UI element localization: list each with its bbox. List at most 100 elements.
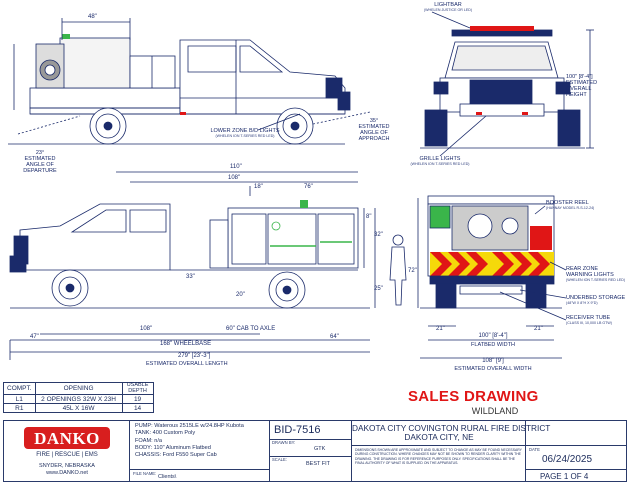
table-row: L1 2 OPENINGS 32W X 23H 19 <box>3 394 154 404</box>
dim-110: 110" <box>230 164 242 170</box>
danko-logo: DANKO <box>24 427 110 449</box>
dim-33: 33" <box>186 274 195 280</box>
spec-chassis: CHASSIS: Ford F550 Super Cab <box>135 452 217 459</box>
spec-body: BODY: 110" Aluminum Flatbed <box>135 444 211 451</box>
departure-1: ESTIMATED <box>24 156 56 162</box>
page-row: PAGE 1 OF 4 <box>526 469 626 483</box>
grille-sub: (WHELEN ION T-SERIES RED LED) <box>410 162 470 166</box>
disclaimer-box: DIMENSIONS SHOWN ARE APPROXIMATE AND SUB… <box>352 445 526 483</box>
booster-text: BOOSTER REEL <box>546 200 589 206</box>
overall-width: 108" [9'] <box>482 358 504 364</box>
drawn-by-row: DRAWN BY: GTK <box>270 439 352 457</box>
drawn-by-label: DRAWN BY: <box>272 440 296 445</box>
top-front-view-truck <box>420 26 594 149</box>
customer-city: DAKOTA CITY, NE <box>404 432 474 442</box>
job-number-row: BID-7516 <box>270 421 352 440</box>
flatbed-width-label: FLATBED WIDTH <box>471 342 515 348</box>
wheelbase: 168" WHEELBASE <box>160 341 212 347</box>
bottom-side-view-truck <box>9 171 407 360</box>
dim-72: 72" <box>408 268 417 274</box>
underbed-label: UNDERBED STORAGE (48"W X 8"H X 9"D) <box>566 295 625 305</box>
compartment-table: COMPT. OPENING USABLE DEPTH L1 2 OPENING… <box>3 382 154 413</box>
dim-8: 8" <box>366 214 372 220</box>
sales-drawing-title: SALES DRAWING <box>408 388 539 405</box>
approach-annotation: 35° ESTIMATED ANGLE OF APPROACH <box>352 118 396 142</box>
file-name-row: FILE NAME: Clients\ <box>130 469 270 483</box>
job-number: BID-7516 <box>274 424 321 436</box>
title-block: DANKO FIRE | RESCUE | EMS SNYDER, NEBRAS… <box>3 420 627 482</box>
dim-48: 48" <box>88 14 97 20</box>
dim-108b: 108" <box>140 326 153 332</box>
dim-18: 18" <box>254 184 263 190</box>
rear-zone-sub: (WHELEN ION T-SERIES RED LED) <box>566 278 626 282</box>
company-city: SNYDER, NEBRASKA <box>39 463 95 469</box>
height-est-1: ESTIMATED <box>566 80 598 86</box>
height-est-2: OVERALL <box>566 86 592 92</box>
dim-47: 47" <box>30 334 39 340</box>
cell: 2 OPENINGS 32W X 23H <box>34 394 123 404</box>
bottom-rear-view-truck <box>417 195 562 359</box>
dim-20: 20" <box>236 292 245 298</box>
rear-zone-2: WARNING LIGHTS <box>566 272 614 278</box>
top-side-view-truck <box>8 18 371 145</box>
spec-pump: PUMP: Waterous 2515LE w/24.8HP Kubota <box>135 423 244 429</box>
receiver-sub: (CLASS III, 10,000 LB GTW) <box>566 321 612 325</box>
underbed-text: UNDERBED STORAGE <box>566 295 626 301</box>
customer-name: DAKOTA CITY COVINGTON RURAL FIRE DISTRIC… <box>352 423 551 433</box>
cell: 45L X 16W <box>34 403 123 413</box>
rear-zone-1: REAR ZONE <box>566 266 599 272</box>
table-row: R1 45L X 16W 14 <box>3 403 154 413</box>
col-depth: USABLE DEPTH <box>121 382 154 395</box>
approach-2: ANGLE OF <box>360 130 388 136</box>
date-value: 06/24/2025 <box>542 454 593 465</box>
cell: 19 <box>121 394 154 404</box>
scale-label: SCALE: <box>272 457 287 462</box>
booster-label: BOOSTER REEL (HANNAY MODEL R-S-12-24) <box>546 200 594 210</box>
height-est-3: HEIGHT <box>566 92 587 98</box>
compartment-header-row: COMPT. OPENING USABLE DEPTH <box>3 382 154 395</box>
scale-value: BEST FIT <box>306 461 331 467</box>
date-label: DATE <box>529 447 540 452</box>
approach-3: APPROACH <box>358 136 390 142</box>
departure-3: DEPARTURE <box>23 168 57 174</box>
scale-row: SCALE: BEST FIT <box>270 456 352 469</box>
departure-angle: 23° <box>35 150 45 156</box>
sales-drawing-subtitle: WILDLAND <box>471 406 519 416</box>
cell: R1 <box>3 403 36 413</box>
approach-1: ESTIMATED <box>358 124 390 130</box>
overall-length-label: ESTIMATED OVERALL LENGTH <box>146 361 228 367</box>
overall-width-label: ESTIMATED OVERALL WIDTH <box>454 366 532 372</box>
disclaimer: DIMENSIONS SHOWN ARE APPROXIMATE AND SUB… <box>355 448 522 465</box>
spec-tank: TANK: 400 Custom Poly <box>135 430 196 437</box>
date-cell: DATE 06/24/2025 PAGE 1 OF 4 <box>526 421 626 481</box>
flatbed-width: 100" [8'-4"] <box>478 333 508 339</box>
cell: L1 <box>3 394 36 404</box>
dim-32: 32" <box>374 232 383 238</box>
lightbar-label-text: LIGHTBAR <box>434 2 462 8</box>
specs-cell: PUMP: Waterous 2515LE w/24.8HP Kubota TA… <box>130 421 270 481</box>
dim-21b: 21" <box>534 326 543 332</box>
underbed-sub: (48"W X 8"H X 9"D) <box>566 301 598 305</box>
rear-zone-label: REAR ZONE WARNING LIGHTS (WHELEN ION T-S… <box>566 266 625 282</box>
receiver-label: RECEIVER TUBE (CLASS III, 10,000 LB GTW) <box>566 315 612 325</box>
drawn-by-value: GTK <box>314 446 326 452</box>
col-opening: OPENING <box>34 382 123 395</box>
file-name-label: FILE NAME: <box>133 471 157 476</box>
dim-25: 25" <box>374 286 383 292</box>
lower-zone-sub: (WHELEN ION T-SERIES RED LED) <box>215 134 275 138</box>
lightbar-sub: (WHELEN JUSTICE OR LED) <box>423 8 473 12</box>
dim-108: 108" <box>228 175 241 181</box>
approach-angle: 35° <box>369 118 379 124</box>
page-number: PAGE 1 OF 4 <box>540 472 589 481</box>
departure-2: ANGLE OF <box>26 162 54 168</box>
col-compt: COMPT. <box>3 382 36 395</box>
height-dim: 100" [8'-4"] <box>566 74 593 80</box>
lightbar-label: LIGHTBAR (WHELEN JUSTICE OR LED) <box>418 2 478 12</box>
job-cell: BID-7516 DRAWN BY: GTK SCALE: BEST FIT <box>270 421 352 481</box>
lower-zone-text: LOWER ZONE B/D LIGHTS <box>210 128 280 134</box>
logo-tagline: FIRE | RESCUE | EMS <box>36 452 98 458</box>
company-web: www.DANKO.net <box>46 470 88 476</box>
logo-text: DANKO <box>34 429 100 448</box>
dim-64: 64" <box>330 334 339 340</box>
